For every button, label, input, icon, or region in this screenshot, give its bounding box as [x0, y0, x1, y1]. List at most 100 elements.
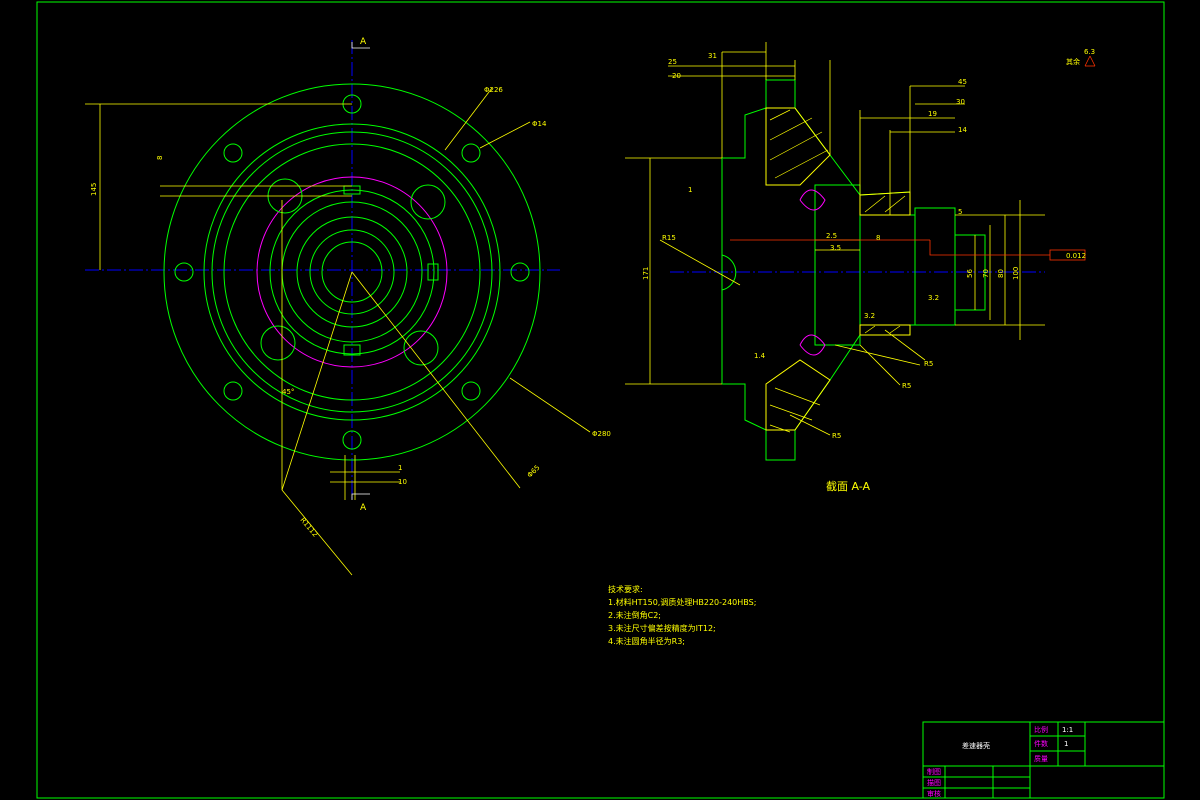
- flange-top-lug: [765, 79, 796, 109]
- flange-bottom-outline: [722, 383, 767, 431]
- section-window-top: [799, 189, 826, 211]
- dim-70: 70: [982, 269, 990, 278]
- hatch-hub-bottom: [859, 324, 911, 336]
- dim-19: 19: [928, 110, 937, 118]
- bolt-hole: [461, 381, 481, 401]
- qty-label: 件数: [1034, 739, 1048, 748]
- bolt-hole: [223, 381, 243, 401]
- window-hole: [260, 325, 296, 361]
- dim-r5-b: R5: [902, 382, 911, 390]
- dim-171: 171: [642, 267, 650, 280]
- dim-r1112: R1112: [298, 516, 319, 539]
- dim-25: 25: [668, 58, 677, 66]
- hatch-lines: [769, 109, 906, 433]
- dim-r5-a: R5: [924, 360, 933, 368]
- scale-label: 比例: [1034, 725, 1048, 734]
- roughness-note: 其余: [1066, 57, 1080, 66]
- flange-bottom-lug: [765, 429, 796, 461]
- design-label: 描图: [927, 778, 941, 787]
- notes-line: 4.未注圆角半径为R3;: [608, 636, 685, 646]
- inner-circle-4: [309, 229, 395, 315]
- check-label: 审核: [927, 789, 941, 798]
- dim-2-5: 2.5: [826, 232, 837, 240]
- dim-20: 20: [672, 72, 681, 80]
- dim-1: 1: [688, 186, 692, 194]
- roughness-3-2-a: 3.2: [928, 294, 939, 302]
- hatch-top: [765, 107, 831, 186]
- boss-circle-2: [223, 143, 481, 401]
- inner-circle-1: [269, 189, 435, 355]
- bolt-hole: [461, 143, 481, 163]
- section-window-bottom: [799, 334, 826, 356]
- hatch-bottom: [765, 359, 831, 431]
- title-block: [922, 721, 1165, 799]
- inner-circle-5: [321, 241, 383, 303]
- inner-circle-3: [296, 216, 408, 328]
- inner-cavity: [814, 184, 861, 346]
- inner-flange-circle: [203, 123, 501, 421]
- slot: [427, 263, 439, 281]
- slot: [343, 344, 361, 356]
- weight-label: 质量: [1034, 754, 1048, 763]
- dim-r5-c: R5: [832, 432, 841, 440]
- section-labels: 31 25 20 45 30 19 14 5 1 R15 171 2.5 3.5…: [642, 48, 1095, 493]
- dim-d226: Φ226: [484, 86, 503, 94]
- notes-line: 3.未注尺寸偏差按精度为IT12;: [608, 623, 716, 633]
- title-block-text: 差速器壳 比例 1:1 件数 1 质量 制图 描图 审核: [927, 725, 1073, 798]
- section-mark-bottom: A: [360, 503, 367, 513]
- dim-80: 80: [997, 269, 1005, 278]
- dim-30: 30: [956, 98, 965, 106]
- front-dimensions: [85, 42, 591, 576]
- hub-bore: [954, 234, 986, 311]
- bolt-hole: [174, 262, 194, 282]
- technical-notes: 技术要求: 1.材料HT150,调质处理HB220-240HBS; 2.未注倒角…: [608, 584, 756, 646]
- window-hole: [403, 330, 439, 366]
- bolt-hole: [223, 143, 243, 163]
- draw-label: 制图: [927, 767, 941, 776]
- hub-outline: [914, 207, 956, 326]
- dim-10: 10: [398, 478, 407, 486]
- front-notch: [721, 254, 737, 291]
- dim-3-5: 3.5: [830, 244, 841, 252]
- roughness-value: 6.3: [1084, 48, 1095, 56]
- front-view: [85, 40, 560, 500]
- dim-14: 14: [958, 126, 967, 134]
- notes-heading: 技术要求:: [608, 584, 643, 594]
- dim-5: 5: [958, 208, 962, 216]
- outer-flange-circle: [163, 83, 541, 461]
- dim-56: 56: [966, 269, 974, 278]
- section-title: 截面 A-A: [826, 479, 871, 493]
- dim-angle45: 45°: [282, 388, 294, 396]
- bore-outline: [859, 214, 916, 326]
- sheet-border: [36, 1, 1165, 799]
- tolerance-value: 0.012: [1066, 252, 1086, 260]
- dim-8: 8: [156, 156, 164, 160]
- roughness-1-4: 1.4: [754, 352, 766, 360]
- part-name: 差速器壳: [962, 741, 990, 750]
- dim-31: 31: [708, 52, 717, 60]
- dim-1: 1: [398, 464, 402, 472]
- notes-line: 1.材料HT150,调质处理HB220-240HBS;: [608, 597, 756, 607]
- dim-d14: Φ14: [532, 120, 547, 128]
- qty-value: 1: [1064, 740, 1068, 748]
- hidden-circle: [256, 176, 448, 368]
- notes-line: 2.未注倒角C2;: [608, 610, 661, 620]
- dim-r15: R15: [662, 234, 676, 242]
- bolt-hole: [510, 262, 530, 282]
- scale-value: 1:1: [1062, 726, 1073, 734]
- window-hole: [410, 184, 446, 220]
- dim-100: 100: [1012, 267, 1020, 280]
- front-labels: A A Φ226 Φ14 Φ280 145 8 45° 1 10 Φ65 R11…: [90, 37, 611, 539]
- boss-circle-1: [211, 131, 493, 413]
- dim-8: 8: [876, 234, 880, 242]
- dim-d65: Φ65: [526, 464, 542, 480]
- section-dimensions: [625, 42, 1096, 436]
- dim-145: 145: [90, 183, 98, 196]
- bolt-hole: [342, 430, 362, 450]
- dim-45: 45: [958, 78, 967, 86]
- section-view: [670, 79, 1045, 461]
- section-mark-top: A: [360, 37, 367, 47]
- roughness-3-2-b: 3.2: [864, 312, 875, 320]
- flange-top-outline: [722, 107, 767, 159]
